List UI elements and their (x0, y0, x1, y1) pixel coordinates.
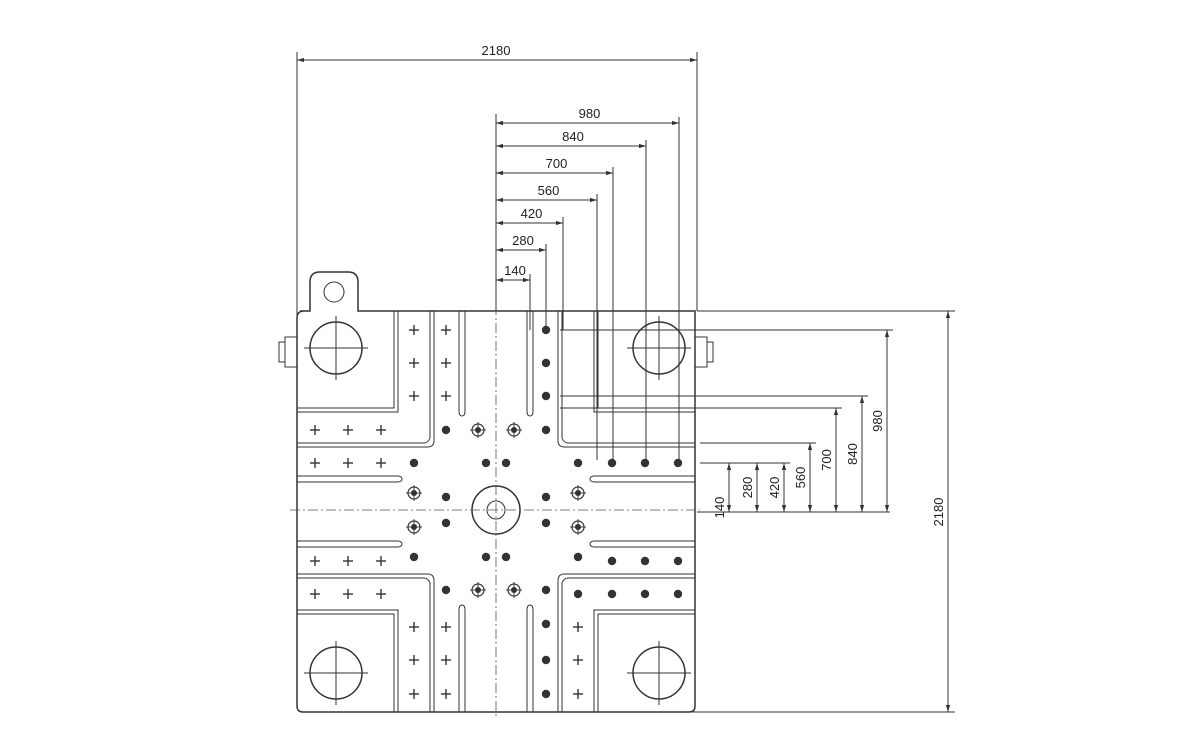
ringed-hole (470, 582, 486, 598)
tapped-hole (541, 585, 551, 595)
crosshair-mark (409, 358, 419, 368)
tapped-hole (441, 585, 451, 595)
crosshair-mark (343, 589, 353, 599)
tapped-hole (481, 552, 491, 562)
crosshair-mark (343, 458, 353, 468)
crosshair-mark (441, 689, 451, 699)
tapped-hole (640, 458, 650, 468)
tapped-hole (573, 589, 583, 599)
ringed-hole (570, 519, 586, 535)
tie-bar-hole (304, 316, 368, 380)
crosshair-holes (310, 325, 583, 699)
tapped-hole (501, 552, 511, 562)
tapped-hole (481, 458, 491, 468)
dim-horizontal-label: 280 (512, 233, 534, 248)
tapped-hole (673, 458, 683, 468)
dim-vertical-label: 420 (767, 477, 782, 499)
dimension-lines (296, 52, 955, 713)
crosshair-mark (573, 689, 583, 699)
crosshair-mark (409, 391, 419, 401)
crosshair-mark (409, 325, 419, 335)
tapped-hole (541, 619, 551, 629)
tapped-hole (541, 391, 551, 401)
crosshair-mark (441, 655, 451, 665)
crosshair-mark (310, 458, 320, 468)
dim-horizontal-label: 700 (546, 156, 568, 171)
crosshair-mark (409, 622, 419, 632)
crosshair-mark (310, 589, 320, 599)
dim-vertical-label: 560 (793, 467, 808, 489)
crosshair-mark (441, 325, 451, 335)
tapped-hole (441, 518, 451, 528)
dim-overall-height: 2180 (931, 498, 946, 527)
dim-horizontal-label: 840 (562, 129, 584, 144)
tapped-hole (573, 552, 583, 562)
tapped-hole (673, 556, 683, 566)
tie-bar-hole (627, 641, 691, 705)
crosshair-mark (573, 622, 583, 632)
crosshair-mark (376, 556, 386, 566)
tapped-hole (541, 492, 551, 502)
ringed-hole (506, 582, 522, 598)
tapped-hole (441, 425, 451, 435)
tapped-hole (673, 589, 683, 599)
crosshair-mark (409, 689, 419, 699)
dim-vertical-label: 840 (845, 443, 860, 465)
dim-horizontal-label: 980 (579, 106, 601, 121)
crosshair-mark (441, 358, 451, 368)
tapped-hole (541, 358, 551, 368)
tapped-hole (501, 458, 511, 468)
tapped-hole (607, 458, 617, 468)
tapped-holes (406, 325, 683, 699)
tapped-hole (541, 425, 551, 435)
crosshair-mark (441, 622, 451, 632)
dim-vertical-label: 980 (870, 410, 885, 432)
tapped-hole (541, 518, 551, 528)
tapped-hole (541, 689, 551, 699)
tapped-hole (640, 556, 650, 566)
tapped-hole (573, 458, 583, 468)
dim-vertical-label: 280 (740, 477, 755, 499)
tie-bar-holes (304, 316, 691, 705)
dimension-labels: 2180 2180 980 840 700 560 420 280 140 140 280 420… (482, 43, 946, 526)
dim-horizontal-label: 420 (521, 206, 543, 221)
ringed-hole (470, 422, 486, 438)
crosshair-mark (376, 425, 386, 435)
crosshair-mark (343, 556, 353, 566)
lifting-eye (323, 281, 345, 303)
crosshair-mark (573, 655, 583, 665)
ringed-hole (506, 422, 522, 438)
ringed-hole (570, 485, 586, 501)
crosshair-mark (441, 391, 451, 401)
dim-vertical-label: 700 (819, 449, 834, 471)
dim-horizontal-label: 140 (504, 263, 526, 278)
crosshair-mark (343, 425, 353, 435)
ringed-hole (406, 485, 422, 501)
crosshair-mark (310, 425, 320, 435)
dim-horizontal-label: 560 (538, 183, 560, 198)
center-lines (290, 305, 700, 716)
t-slots (297, 311, 695, 712)
crosshair-mark (409, 655, 419, 665)
crosshair-mark (376, 458, 386, 468)
tapped-hole (640, 589, 650, 599)
dim-vertical-label: 140 (712, 497, 727, 519)
tapped-hole (541, 655, 551, 665)
tapped-hole (409, 458, 419, 468)
tie-bar-hole (627, 316, 691, 380)
tapped-hole (607, 589, 617, 599)
tapped-hole (409, 552, 419, 562)
tapped-hole (607, 556, 617, 566)
crosshair-mark (310, 556, 320, 566)
tapped-hole (441, 492, 451, 502)
ringed-hole (406, 519, 422, 535)
tie-bar-hole (304, 641, 368, 705)
crosshair-mark (376, 589, 386, 599)
dim-overall-width: 2180 (482, 43, 511, 58)
